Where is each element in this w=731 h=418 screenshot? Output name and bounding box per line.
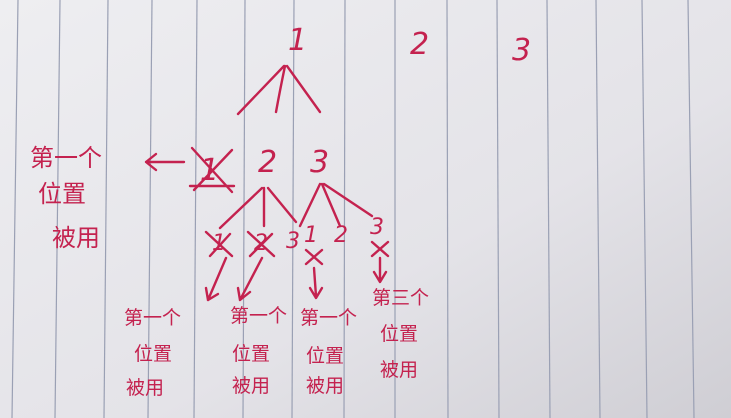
node2-child-3: 3 [286,229,300,254]
svg-text:被用: 被用 [232,375,270,397]
node3-branch-middle [320,182,342,228]
node3-child-3: 3 [370,215,384,240]
node3-child-3-cross [370,240,390,258]
note-left: 第一个 位置 被用 [30,144,102,252]
arrow-to-note-c [308,266,324,300]
crossed-mark [188,146,236,194]
node3-child-2: 2 [334,223,348,248]
node2-child-1-cross [204,230,234,258]
node3-branch-right [322,182,374,218]
root-branch-left [236,64,286,116]
svg-text:位置: 位置 [232,343,270,365]
node3-branch-left [298,182,322,228]
arrow-to-note-d [372,256,388,284]
note-b: 第一个 位置 被用 [230,305,287,397]
level1-node-2: 2 [258,145,277,180]
svg-text:位置: 位置 [38,180,86,208]
note-a: 第一个 位置 被用 [124,307,181,399]
level1-node-3: 3 [310,145,329,180]
svg-text:被用: 被用 [380,359,418,381]
svg-text:第一个: 第一个 [124,307,181,329]
arrow-to-note-a [204,256,228,302]
node2-branch-left [218,186,264,230]
node2-branch-right [266,186,298,224]
arrow-to-note-b [236,256,264,302]
top-number-1: 1 [288,23,307,58]
svg-text:第一个: 第一个 [30,144,102,172]
note-c: 第一个 位置 被用 [300,307,357,397]
svg-text:位置: 位置 [134,343,172,365]
svg-text:第一个: 第一个 [300,307,357,329]
root-branch-right [285,64,322,114]
node3-child-1: 1 [304,223,318,248]
top-number-3: 3 [512,33,531,68]
svg-text:位置: 位置 [380,323,418,345]
svg-text:被用: 被用 [126,377,164,399]
node3-child-1-cross [304,248,324,266]
arrow-left [144,152,186,172]
svg-text:位置: 位置 [306,345,344,367]
top-number-2: 2 [410,27,429,62]
svg-text:被用: 被用 [306,375,344,397]
root-branch-middle [274,64,287,114]
node2-child-2-cross [246,230,276,258]
svg-text:被用: 被用 [52,224,100,252]
ruled-lines [11,0,695,418]
note-d: 第三个 位置 被用 [372,287,429,381]
svg-text:第三个: 第三个 [372,287,429,309]
svg-text:第一个: 第一个 [230,305,287,327]
